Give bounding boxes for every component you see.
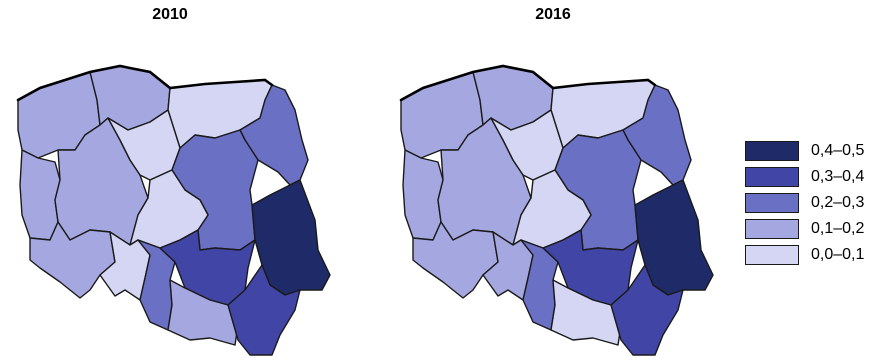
legend-swatch <box>745 218 799 239</box>
region-podkarpackie <box>610 264 684 356</box>
region-podkarpackie <box>227 264 301 356</box>
legend-swatch <box>745 140 799 161</box>
legend-swatch <box>745 192 799 213</box>
legend-label: 0,0–0,1 <box>811 245 865 263</box>
legend-item-2: 0,2–0,3 <box>745 192 864 213</box>
legend-label: 0,3–0,4 <box>811 167 865 185</box>
map-2010 <box>16 64 331 356</box>
legend-label: 0,4–0,5 <box>811 141 865 159</box>
legend-item-0: 0,4–0,5 <box>745 140 864 161</box>
map-title-2016: 2016 <box>535 6 571 23</box>
legend-label: 0,1–0,2 <box>811 219 865 237</box>
legend-item-4: 0,0–0,1 <box>745 244 864 265</box>
legend-item-3: 0,1–0,2 <box>745 218 864 239</box>
legend-item-1: 0,3–0,4 <box>745 166 864 187</box>
map-title-2010: 2010 <box>152 6 188 23</box>
coastline <box>16 64 274 102</box>
legend: 0,4–0,5 0,3–0,4 0,2–0,3 0,1–0,2 0,0–0,1 <box>745 140 864 270</box>
legend-swatch <box>745 244 799 265</box>
region-lubuskie <box>402 149 444 241</box>
legend-label: 0,2–0,3 <box>811 193 865 211</box>
legend-swatch <box>745 166 799 187</box>
region-lubuskie <box>19 149 61 241</box>
coastline <box>399 64 657 102</box>
map-2016 <box>399 64 714 356</box>
